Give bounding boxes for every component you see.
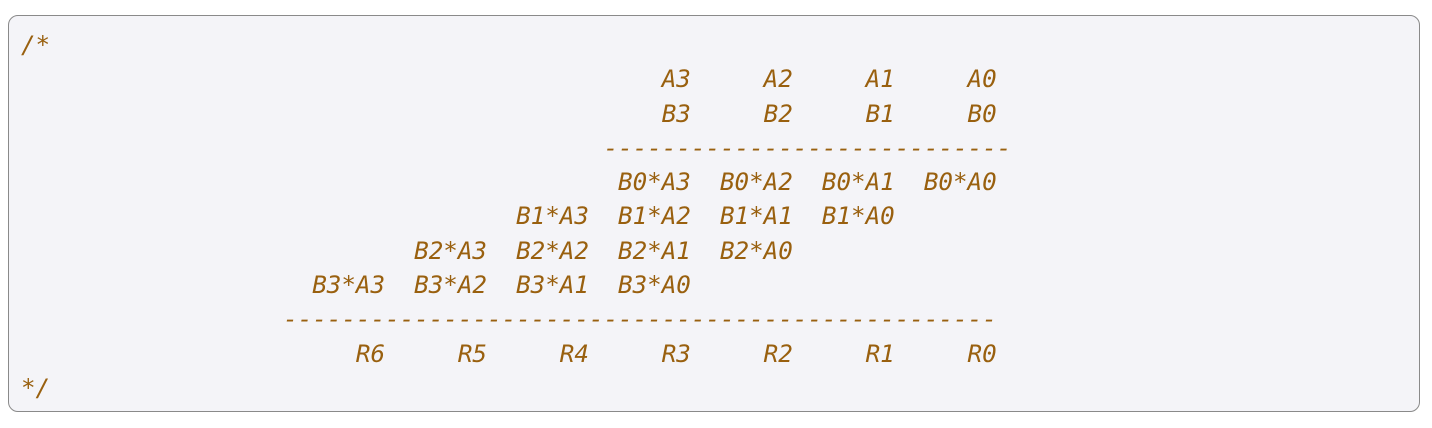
- partial-product-row-b3: B3*A3 B3*A2 B3*A1 B3*A0: [21, 271, 691, 300]
- multiplicand-row: A3 A2 A1 A0: [21, 65, 997, 94]
- partial-product-row-b1: B1*A3 B1*A2 B1*A1 B1*A0: [21, 202, 895, 231]
- result-row: R6 R5 R4 R3 R2 R1 R0: [21, 339, 997, 368]
- code-block: /* A3 A2 A1 A0 B3 B2 B1 B0 -------------…: [8, 15, 1420, 412]
- comment-open: /*: [21, 31, 51, 59]
- multiplier-row: B3 B2 B1 B0: [21, 99, 997, 128]
- comment-close: */: [21, 373, 51, 402]
- partial-product-row-b0: B0*A3 B0*A2 B0*A1 B0*A0: [21, 168, 997, 197]
- code-comment: /* A3 A2 A1 A0 B3 B2 B1 B0 -------------…: [21, 28, 1419, 405]
- separator-top: ----------------------------: [21, 133, 1012, 162]
- partial-product-row-b2: B2*A3 B2*A2 B2*A1 B2*A0: [21, 236, 793, 265]
- separator-bottom: ----------------------------------------…: [21, 305, 997, 334]
